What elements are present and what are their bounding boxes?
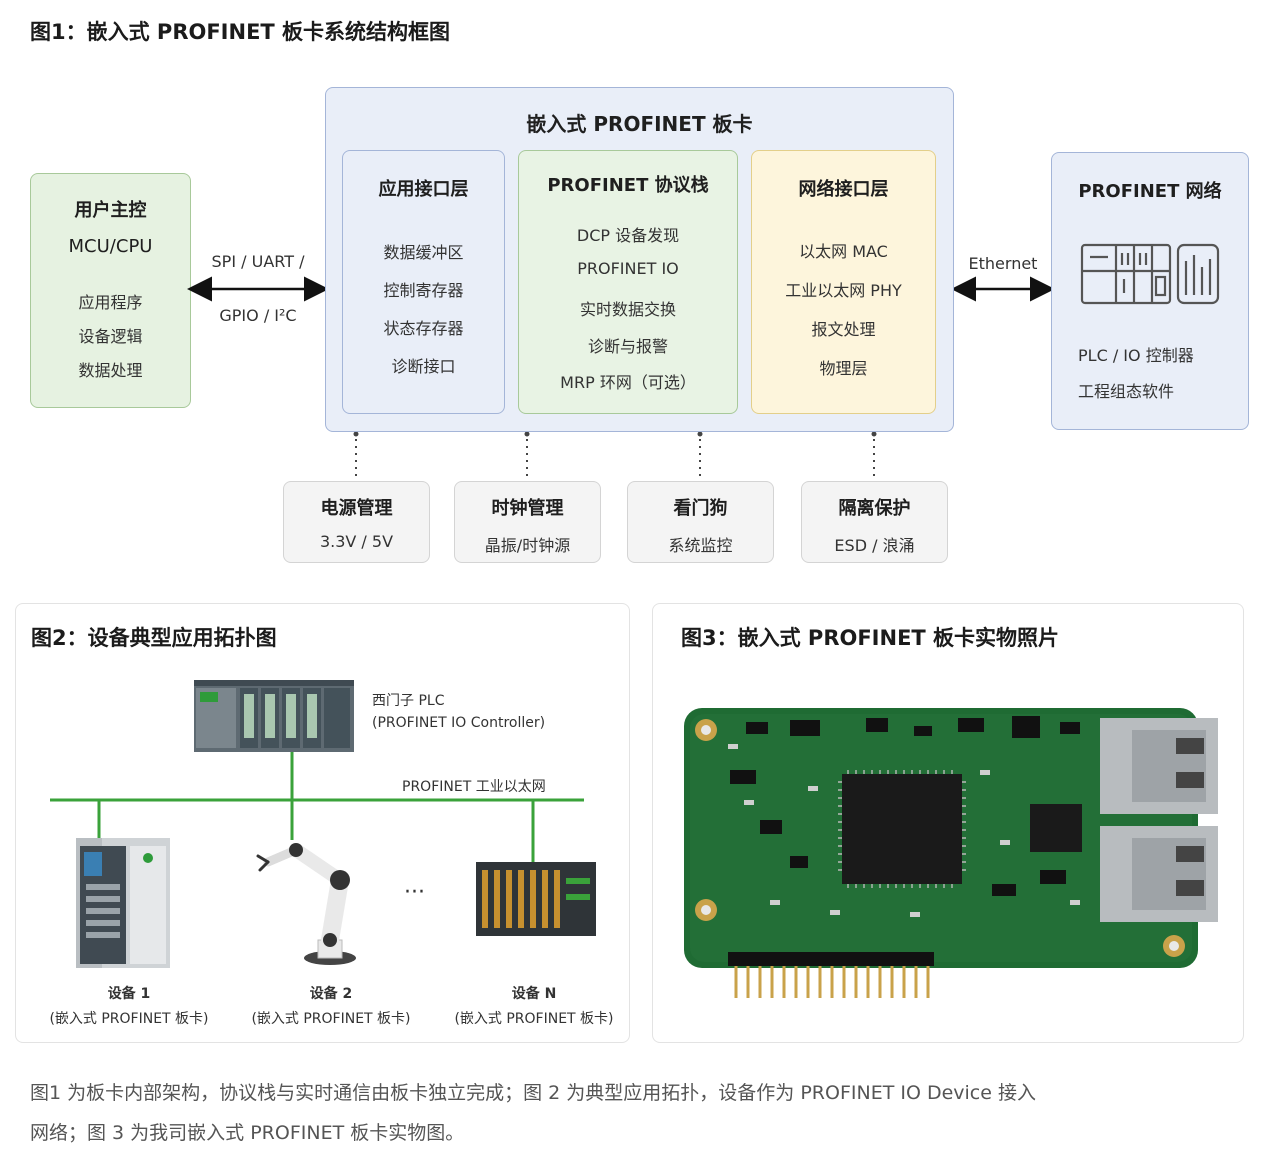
network-box: PROFINET 网络 PLC / IO 控制器 工程组态软件: [1051, 152, 1249, 430]
device-ellipsis: ···: [404, 880, 425, 905]
net-layer-item-2: 报文处理: [811, 320, 876, 339]
rj45-connectors: [1100, 718, 1218, 922]
net-layer-title: 网络接口层: [798, 179, 889, 200]
host-mcu-box: 用户主控 MCU/CPU 应用程序 设备逻辑 数据处理: [30, 173, 191, 408]
app-layer-item-2: 状态存存器: [383, 319, 464, 338]
net-layer-item-3: 物理层: [819, 359, 868, 378]
support-isolation-box: 隔离保护 ESD / 浪涌: [801, 481, 948, 563]
caption-line-2: 网络；图 3 为我司嵌入式 PROFINET 板卡实物图。: [30, 1122, 465, 1144]
support-power-sub: 3.3V / 5V: [319, 532, 394, 551]
app-layer-item-0: 数据缓冲区: [383, 243, 464, 262]
support-power-title: 电源管理: [320, 498, 393, 519]
device-1-image: [76, 838, 170, 968]
network-item-1: 工程组态软件: [1078, 382, 1175, 401]
app-layer-item-1: 控制寄存器: [383, 281, 464, 300]
protocol-stack-box: PROFINET 协议栈 DCP 设备发现 PROFINET IO 实时数据交换…: [518, 150, 738, 414]
stack-item-1: PROFINET IO: [577, 259, 679, 278]
net-layer-box: 网络接口层 以太网 MAC 工业以太网 PHY 报文处理 物理层: [751, 150, 936, 414]
app-layer-item-3: 诊断接口: [391, 357, 456, 376]
stack-item-2: 实时数据交换: [579, 300, 676, 319]
net-layer-item-0: 以太网 MAC: [799, 242, 888, 261]
device-n-sub: (嵌入式 PROFINET 板卡): [454, 1011, 614, 1027]
support-clock-sub: 晶振/时钟源: [484, 536, 571, 555]
plc-label-2: (PROFINET IO Controller): [372, 715, 546, 731]
network-item-0: PLC / IO 控制器: [1078, 346, 1194, 365]
app-layer-title: 应用接口层: [378, 179, 469, 200]
bus-label: PROFINET 工业以太网: [402, 779, 546, 795]
host-title: 用户主控: [74, 200, 147, 221]
fig2-title: 图2：设备典型应用拓扑图: [31, 626, 277, 650]
board-title: 嵌入式 PROFINET 板卡: [526, 112, 753, 136]
network-title: PROFINET 网络: [1078, 181, 1222, 202]
device-2-image: [256, 843, 356, 965]
support-connectors: [355, 432, 875, 482]
net-layer-item-1: 工业以太网 PHY: [785, 281, 902, 300]
stack-item-3: 诊断与报警: [587, 337, 668, 356]
stack-title: PROFINET 协议栈: [547, 175, 709, 196]
host-link-label-1: SPI / UART /: [211, 252, 305, 271]
device-1-name: 设备 1: [107, 986, 151, 1002]
host-subtitle: MCU/CPU: [68, 236, 153, 257]
fig1-title: 图1：嵌入式 PROFINET 板卡系统结构框图: [30, 20, 451, 44]
host-link-label-2: GPIO / I²C: [219, 306, 297, 325]
device-2-name: 设备 2: [309, 986, 353, 1002]
plc-module-icon: [1080, 243, 1220, 305]
plc-rack-image: [194, 680, 354, 752]
support-isolation-sub: ESD / 浪涌: [834, 536, 915, 555]
host-item-1: 设备逻辑: [78, 327, 143, 346]
pin-header: [728, 952, 934, 998]
support-clock-box: 时钟管理 晶振/时钟源: [454, 481, 601, 563]
plc-label-1: 西门子 PLC: [372, 693, 445, 709]
fig3-title: 图3：嵌入式 PROFINET 板卡实物照片: [681, 626, 1060, 650]
support-watchdog-title: 看门狗: [673, 498, 728, 519]
support-watchdog-box: 看门狗 系统监控: [627, 481, 774, 563]
device-n-name: 设备 N: [511, 986, 557, 1002]
caption-line-1: 图1 为板卡内部架构，协议栈与实时通信由板卡独立完成；图 2 为典型应用拓扑，设…: [30, 1082, 1036, 1104]
support-clock-title: 时钟管理: [491, 498, 564, 519]
app-layer-box: 应用接口层 数据缓冲区 控制寄存器 状态存存器 诊断接口: [342, 150, 505, 414]
device-1-sub: (嵌入式 PROFINET 板卡): [49, 1011, 209, 1027]
device-2-sub: (嵌入式 PROFINET 板卡): [251, 1011, 411, 1027]
support-watchdog-sub: 系统监控: [668, 536, 733, 555]
support-power-box: 电源管理 3.3V / 5V: [283, 481, 430, 563]
support-isolation-title: 隔离保护: [838, 498, 911, 519]
eth-link-label: Ethernet: [968, 254, 1038, 273]
device-n-image: [476, 862, 596, 936]
stack-item-0: DCP 设备发现: [576, 226, 680, 245]
profinet-bus: [50, 752, 584, 862]
stack-item-4: MRP 环网（可选）: [560, 373, 696, 392]
fig2-panel: 图2：设备典型应用拓扑图: [15, 603, 630, 1043]
host-item-2: 数据处理: [78, 361, 143, 380]
host-item-0: 应用程序: [78, 293, 143, 312]
